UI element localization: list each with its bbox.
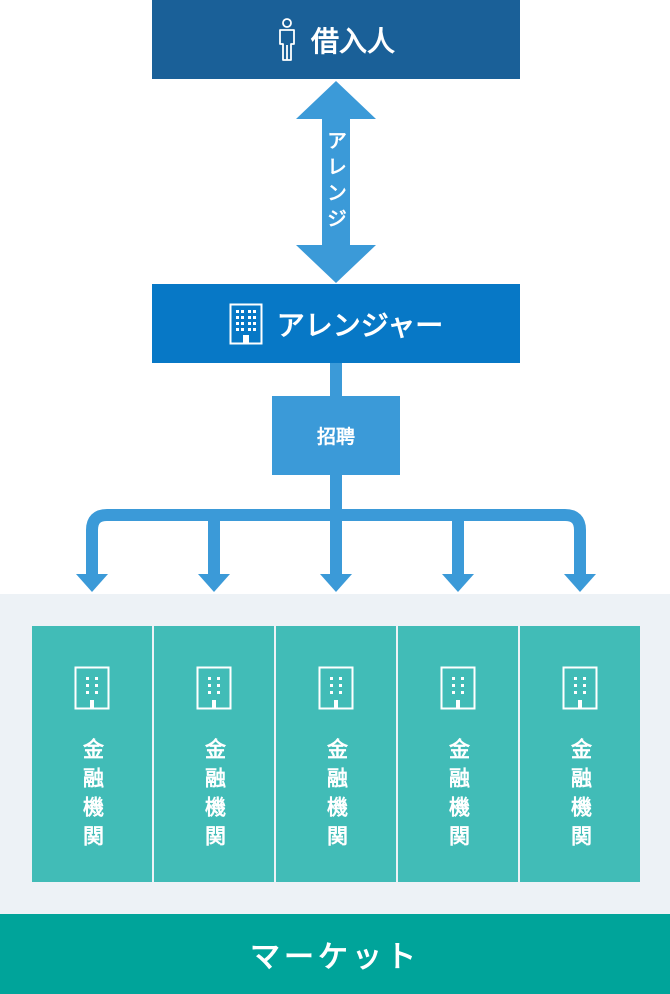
arrowhead-5 xyxy=(564,574,596,592)
market-label: マーケット xyxy=(250,940,420,975)
bank-box: 金融機関 xyxy=(154,626,274,882)
bank-label: 金融機関 xyxy=(568,738,593,854)
building-icon xyxy=(318,666,354,714)
bank-box: 金融機関 xyxy=(398,626,518,882)
person-icon xyxy=(277,17,297,62)
building-icon xyxy=(229,303,263,345)
bank-label: 金融機関 xyxy=(80,738,105,854)
branch-line-4 xyxy=(452,515,464,575)
recruit-box: 招聘 xyxy=(272,396,400,475)
bank-box: 金融機関 xyxy=(276,626,396,882)
building-icon xyxy=(440,666,476,714)
building-icon xyxy=(196,666,232,714)
bank-label: 金融機関 xyxy=(324,738,349,854)
bank-box: 金融機関 xyxy=(32,626,152,882)
bank-label: 金融機関 xyxy=(202,738,227,854)
arrange-label: アレンジ xyxy=(323,130,348,234)
connector-recruit-bar xyxy=(330,475,342,515)
building-icon xyxy=(74,666,110,714)
connector-arranger-recruit xyxy=(330,363,342,397)
branch-line-2 xyxy=(208,515,220,575)
recruit-label: 招聘 xyxy=(316,426,355,448)
arrowhead-2 xyxy=(198,574,230,592)
double-arrow xyxy=(296,81,376,283)
arranger-label: アレンジャー xyxy=(276,308,444,342)
borrower-box: 借入人 xyxy=(152,0,520,79)
building-icon xyxy=(562,666,598,714)
bank-box: 金融機関 xyxy=(520,626,640,882)
arranger-box: アレンジャー xyxy=(152,284,520,363)
arrowhead-1 xyxy=(76,574,108,592)
branch-line-3 xyxy=(330,515,342,575)
arrowhead-4 xyxy=(442,574,474,592)
borrower-label: 借入人 xyxy=(310,24,395,58)
market-box: マーケット xyxy=(0,914,670,994)
arrowhead-3 xyxy=(320,574,352,592)
bank-label: 金融機関 xyxy=(446,738,471,854)
